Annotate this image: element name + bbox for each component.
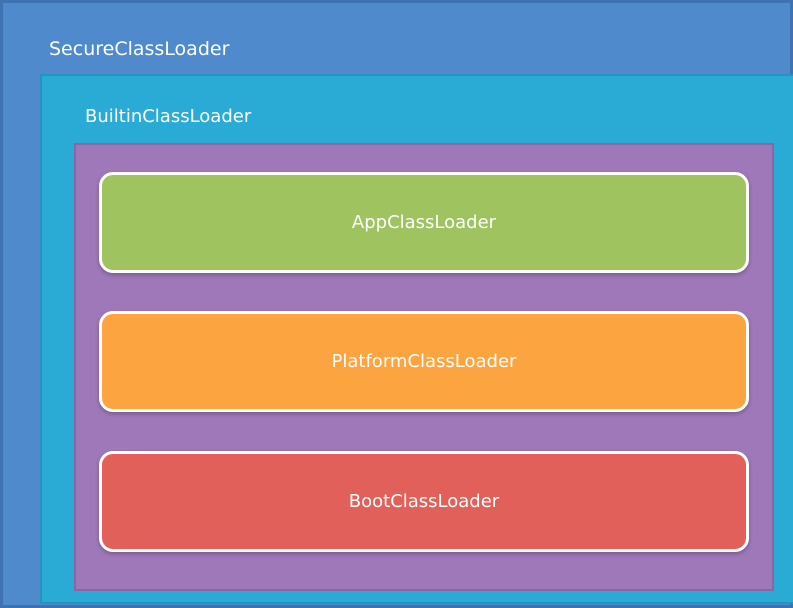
- secure-class-loader-label: SecureClassLoader: [49, 38, 230, 60]
- app-class-loader-box: AppClassLoader: [99, 172, 749, 273]
- platform-class-loader-label: PlatformClassLoader: [331, 350, 517, 372]
- boot-class-loader-box: BootClassLoader: [99, 451, 749, 552]
- platform-class-loader-box: PlatformClassLoader: [99, 311, 749, 412]
- loader-group-container: AppClassLoader PlatformClassLoader BootC…: [74, 143, 774, 591]
- boot-class-loader-label: BootClassLoader: [348, 490, 500, 512]
- builtin-class-loader-label: BuiltinClassLoader: [85, 106, 252, 127]
- builtin-class-loader-container: BuiltinClassLoader AppClassLoader Platfo…: [40, 74, 793, 604]
- app-class-loader-label: AppClassLoader: [351, 211, 497, 233]
